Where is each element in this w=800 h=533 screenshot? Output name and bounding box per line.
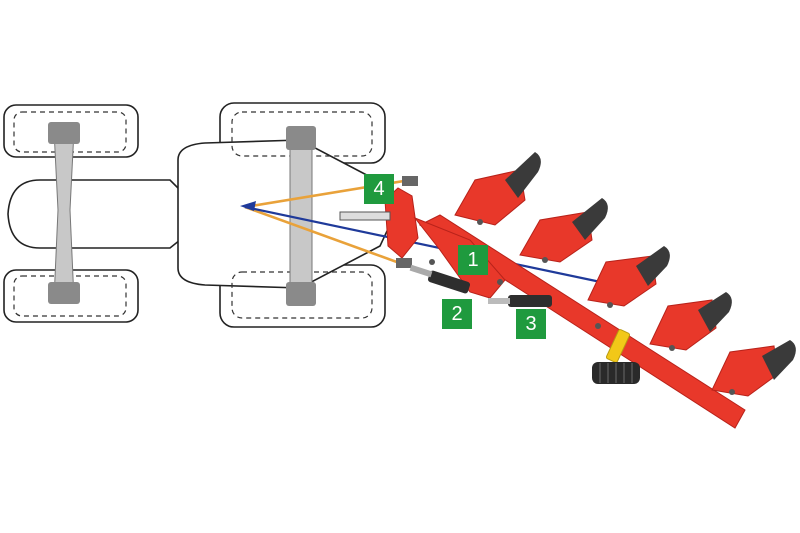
tractor-axles: [48, 122, 316, 306]
plough-body-4: [649, 292, 732, 351]
plough-body-1: [454, 152, 541, 226]
callout-badge-2: 2: [442, 299, 472, 329]
top-link-rod: [339, 211, 391, 221]
plough-main-beam: [418, 214, 746, 429]
depth-wheel-tread: [599, 363, 633, 383]
callout-label-2: 2: [451, 302, 463, 325]
callout-badge-4: 4: [364, 174, 394, 204]
tractor: [3, 102, 396, 328]
center-of-pull-line: [244, 205, 616, 287]
depth-wheel-arm: [605, 329, 631, 363]
beam-pins: [429, 219, 735, 395]
front-hub-top: [48, 122, 80, 144]
callout-label-1: 1: [467, 248, 479, 271]
hydraulic-cylinder-2: [409, 264, 471, 294]
rear-axle: [289, 139, 313, 291]
plough: [339, 152, 796, 429]
callout-label-4: 4: [373, 177, 385, 200]
plough-body-2: [519, 198, 608, 263]
hydraulic-cylinder-3: [488, 295, 552, 307]
callout-badge-3: 3: [516, 309, 546, 339]
rear-hub-bottom: [286, 282, 316, 306]
plough-headstock: [384, 187, 419, 259]
lower-link-line: [244, 205, 406, 267]
rear-hub-top: [286, 126, 316, 150]
tractor-hood: [7, 179, 181, 249]
callout-label-3: 3: [525, 312, 537, 335]
pull-arrowhead: [240, 201, 256, 211]
front-hub-bottom: [48, 282, 80, 304]
lower-link-pin: [396, 258, 412, 268]
callout-badge-1: 1: [458, 245, 488, 275]
top-link-pin: [402, 176, 418, 186]
plough-body-3: [587, 246, 670, 307]
plough-body-5: [711, 340, 796, 397]
